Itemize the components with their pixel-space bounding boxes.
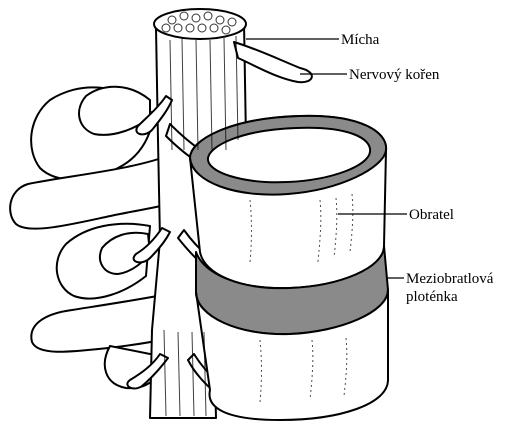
- label-nerve-root: Nervový kořen: [349, 66, 439, 84]
- label-vertebra: Obratel: [409, 206, 454, 224]
- label-spinal-cord: Mícha: [341, 31, 379, 49]
- label-disc-line-2: ploténka: [406, 288, 493, 306]
- label-disc-line-1: Meziobratlová: [406, 270, 493, 288]
- label-intervertebral-disc: Meziobratlová ploténka: [406, 270, 493, 306]
